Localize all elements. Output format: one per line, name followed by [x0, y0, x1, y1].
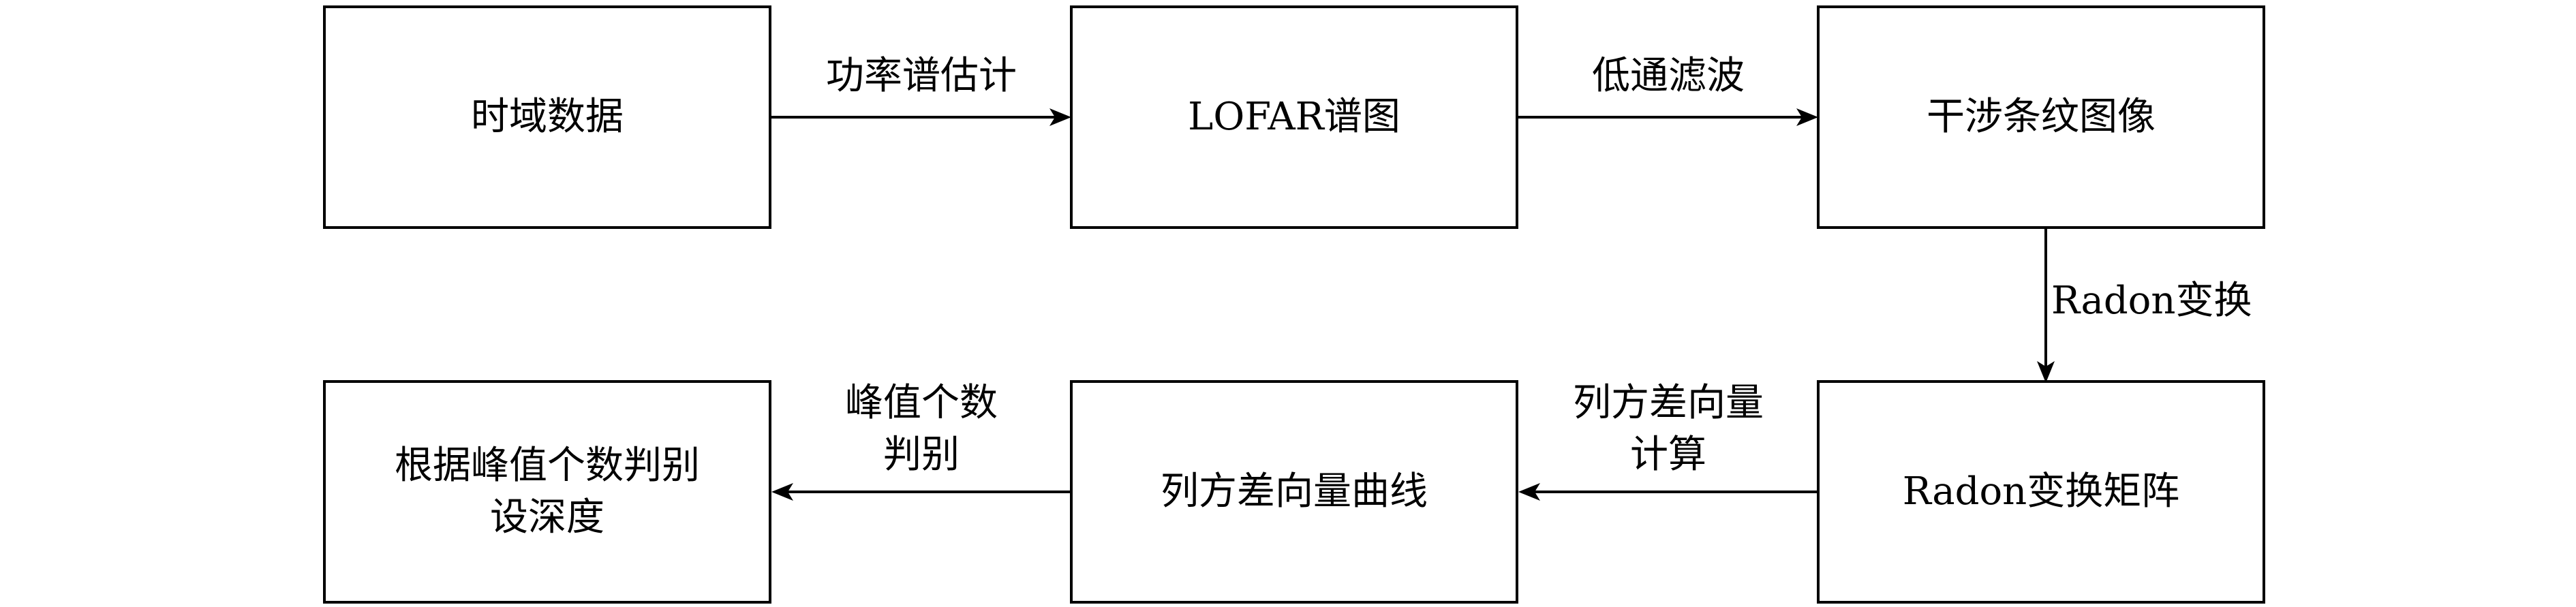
arrow-psd [771, 108, 1071, 126]
node-radon-transform-matrix: Radon变换矩阵 [1817, 380, 2265, 604]
edge-label-text-line-2: 判别 [883, 432, 960, 477]
edge-label-psd: 功率谱估计 [771, 50, 1071, 102]
edge-label-peak: 峰值个数 判别 [771, 377, 1071, 480]
node-label: 列方差向量曲线 [1161, 469, 1428, 514]
edge-label-radon: Radon变换 [2051, 275, 2252, 327]
node-label-line-2: 设深度 [490, 495, 604, 540]
edge-label-text-line-2: 计算 [1630, 432, 1706, 477]
arrow-variance [1518, 483, 1818, 501]
arrow-lowpass [1518, 108, 1818, 126]
node-interference-fringe-image: 干涉条纹图像 [1817, 5, 2265, 229]
node-label-line-1: 根据峰值个数判别 [395, 443, 700, 488]
arrow-peak [771, 483, 1071, 501]
node-label: 时域数据 [471, 95, 624, 140]
edge-label-text-line-1: 峰值个数 [845, 381, 998, 425]
arrow-radon [2037, 229, 2055, 383]
node-column-variance-curve: 列方差向量曲线 [1070, 380, 1518, 604]
node-label: 干涉条纹图像 [1927, 95, 2156, 140]
edge-label-text-line-1: 列方差向量 [1573, 381, 1764, 425]
node-time-domain-data: 时域数据 [323, 5, 771, 229]
edge-label-text: 低通滤波 [1592, 54, 1745, 98]
edge-label-text: 功率谱估计 [826, 54, 1017, 98]
node-lofar-spectrogram: LOFAR谱图 [1070, 5, 1518, 229]
node-label: LOFAR谱图 [1188, 95, 1400, 140]
edge-label-variance: 列方差向量 计算 [1518, 377, 1818, 480]
node-label: Radon变换矩阵 [1902, 469, 2180, 514]
node-depth-determination: 根据峰值个数判别 设深度 [323, 380, 771, 604]
edge-label-lowpass: 低通滤波 [1518, 50, 1818, 102]
edge-label-text: Radon变换 [2051, 279, 2252, 323]
